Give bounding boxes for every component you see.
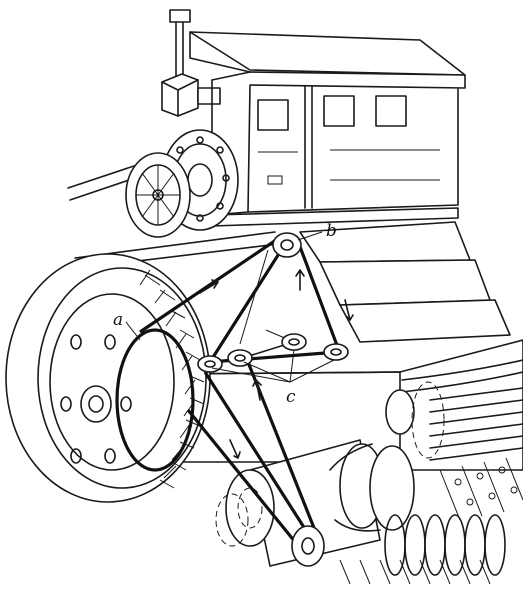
tractor-cab xyxy=(189,31,466,227)
cutter-cylinder xyxy=(215,439,523,585)
belt-direction-arrows xyxy=(199,269,354,459)
flywheel xyxy=(125,129,239,238)
top-pulley-b xyxy=(272,232,302,258)
bottom-pulley xyxy=(291,525,325,567)
label-a: a xyxy=(113,310,123,330)
tractor-tire xyxy=(5,253,211,503)
machine-body xyxy=(169,221,523,471)
drive-belt xyxy=(115,234,340,550)
conveyor-chain xyxy=(385,359,523,461)
steering-column xyxy=(161,9,221,117)
label-c: c xyxy=(286,387,296,407)
label-b: b xyxy=(326,221,337,241)
label-leaders xyxy=(125,231,335,383)
idler-pulleys-c xyxy=(197,333,349,373)
